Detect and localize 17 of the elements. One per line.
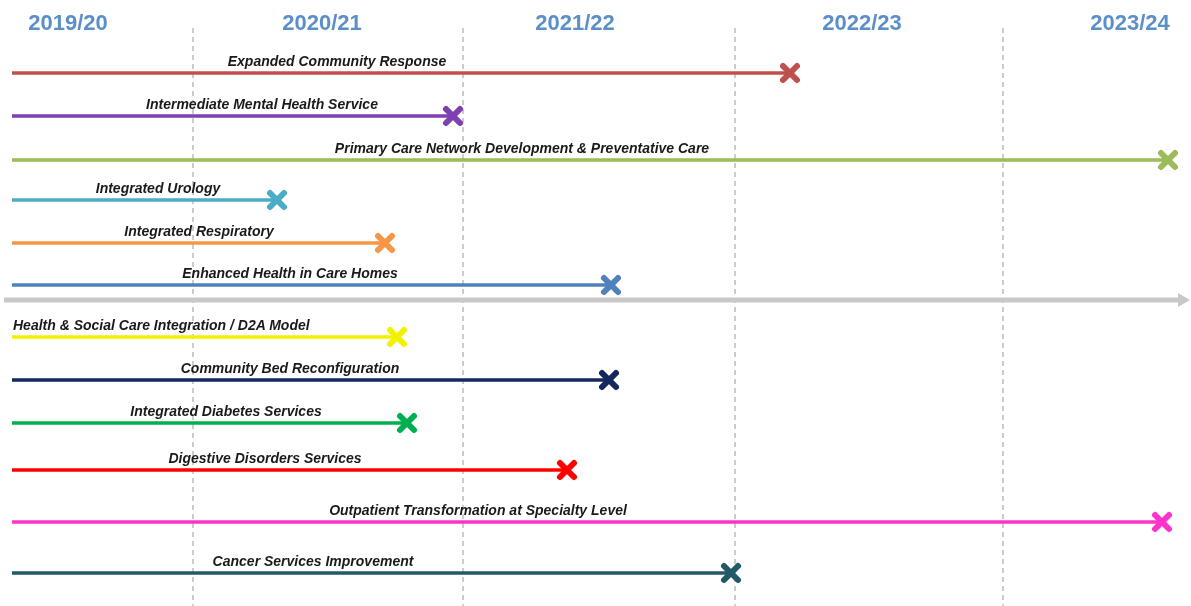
bar-label: Integrated Diabetes Services — [130, 403, 322, 419]
bar-label: Enhanced Health in Care Homes — [182, 265, 398, 281]
year-heading: 2022/23 — [822, 10, 902, 36]
bar-label: Digestive Disorders Services — [168, 450, 362, 466]
year-heading: 2023/24 — [1090, 10, 1170, 36]
bar-label: Expanded Community Response — [227, 53, 447, 69]
year-heading: 2019/20 — [28, 10, 108, 36]
bar-label: Integrated Urology — [95, 180, 221, 196]
year-heading: 2020/21 — [282, 10, 362, 36]
bar-label: Community Bed Reconfiguration — [180, 360, 400, 376]
bar-label: Integrated Respiratory — [124, 223, 274, 239]
bar-label: Outpatient Transformation at Specialty Level — [329, 502, 627, 518]
bar-label: Cancer Services Improvement — [212, 553, 414, 569]
bar-label: Intermediate Mental Health Service — [146, 96, 378, 112]
year-heading: 2021/22 — [535, 10, 615, 36]
bar-label: Health & Social Care Integration / D2A Model — [13, 317, 310, 333]
bar-label: Primary Care Network Development & Preventative Care — [334, 140, 710, 156]
